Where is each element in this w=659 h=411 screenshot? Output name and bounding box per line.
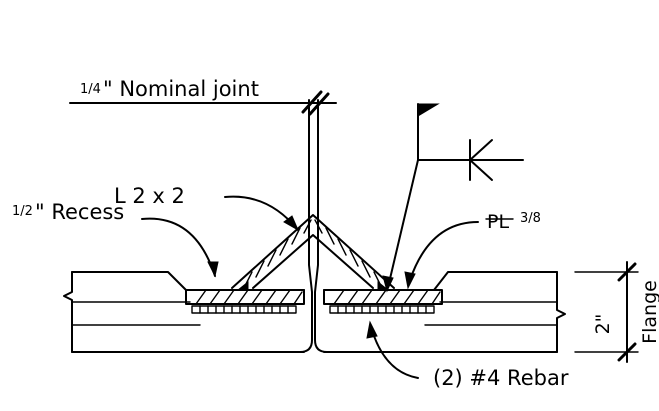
angle-section	[231, 214, 395, 289]
nominal-joint-callout: 1/4 " Nominal joint	[69, 77, 337, 116]
nominal-joint-label: " Nominal joint	[103, 77, 259, 101]
weld-symbol	[382, 103, 524, 293]
right-embed-plate	[323, 289, 443, 305]
right-rebar-pair	[329, 305, 435, 314]
angle-callout: L 2 x 2	[114, 184, 300, 232]
plate-fraction: 3/8	[520, 211, 541, 226]
nominal-joint-fraction: 1/4	[80, 82, 101, 97]
right-flange-slab	[323, 271, 566, 353]
left-rebar-pair	[191, 305, 297, 314]
field-weld-flag-icon	[417, 103, 440, 117]
rebar-callout: (2) #4 Rebar	[366, 320, 569, 390]
nominal-joint-lines	[299, 99, 328, 353]
left-flange-slab	[63, 271, 305, 353]
flange-dimension: 2" Flange	[574, 261, 659, 363]
angle-label: L 2 x 2	[114, 184, 185, 208]
recess-callout: 1/2 " Recess	[12, 200, 219, 278]
dimension-label: 2"	[592, 314, 614, 335]
recess-label: " Recess	[35, 200, 124, 224]
fillet-welds	[236, 280, 390, 291]
plate-callout: PL 3/8	[404, 211, 541, 290]
flange-label: Flange	[639, 280, 659, 344]
rebar-label: (2) #4 Rebar	[433, 366, 569, 390]
left-embed-plate	[185, 289, 305, 305]
recess-fraction: 1/2	[12, 204, 33, 219]
plate-prefix: PL	[487, 211, 509, 233]
